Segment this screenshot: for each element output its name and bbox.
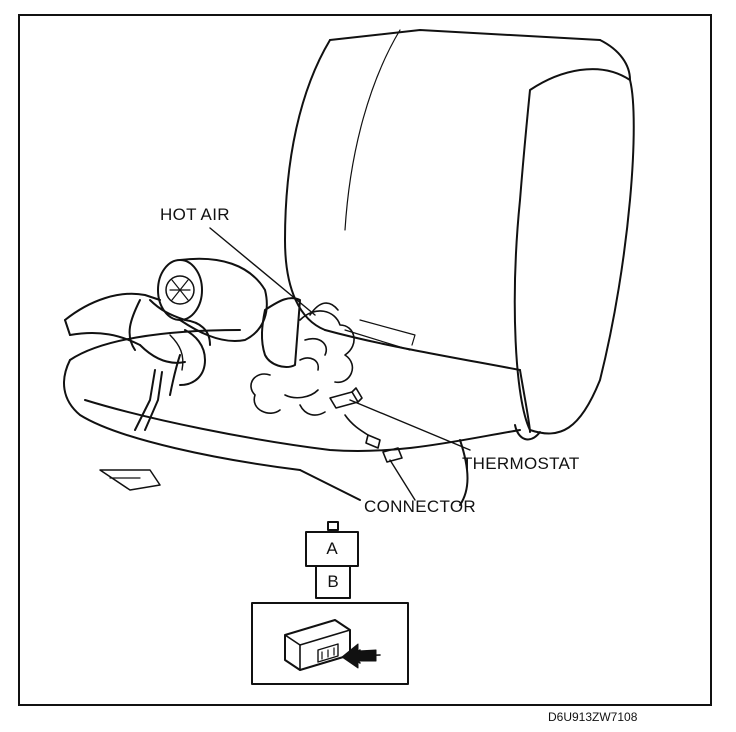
seat-cushion: [63, 329, 521, 506]
figure-id: D6U913ZW7108: [548, 710, 638, 724]
hair-dryer: [134, 257, 301, 431]
inset-detail: [251, 602, 409, 685]
hot-air-leader: [209, 227, 316, 316]
connector-b-label: B: [327, 572, 339, 591]
insert-arrow-icon: [341, 643, 377, 669]
connector-leader: [389, 459, 416, 501]
hot-air-puffs: [250, 302, 355, 416]
thermostat-leader: [349, 399, 471, 451]
thermostat-part: [329, 387, 363, 409]
arm-and-hand: [64, 292, 211, 386]
leader-lines: [209, 227, 471, 501]
connector-a-label: A: [326, 539, 338, 558]
inset-box: [251, 602, 409, 685]
hot-air-label: HOT AIR: [160, 205, 230, 224]
seat-back: [284, 29, 635, 441]
connector-part: [344, 414, 403, 463]
connector-b-box: [315, 565, 351, 599]
diagram-frame: [18, 14, 712, 706]
connector-label: CONNECTOR: [364, 497, 476, 516]
connector-pin: [327, 521, 339, 531]
connector-stack: [305, 521, 359, 599]
thermostat-label: THERMOSTAT: [462, 454, 580, 473]
